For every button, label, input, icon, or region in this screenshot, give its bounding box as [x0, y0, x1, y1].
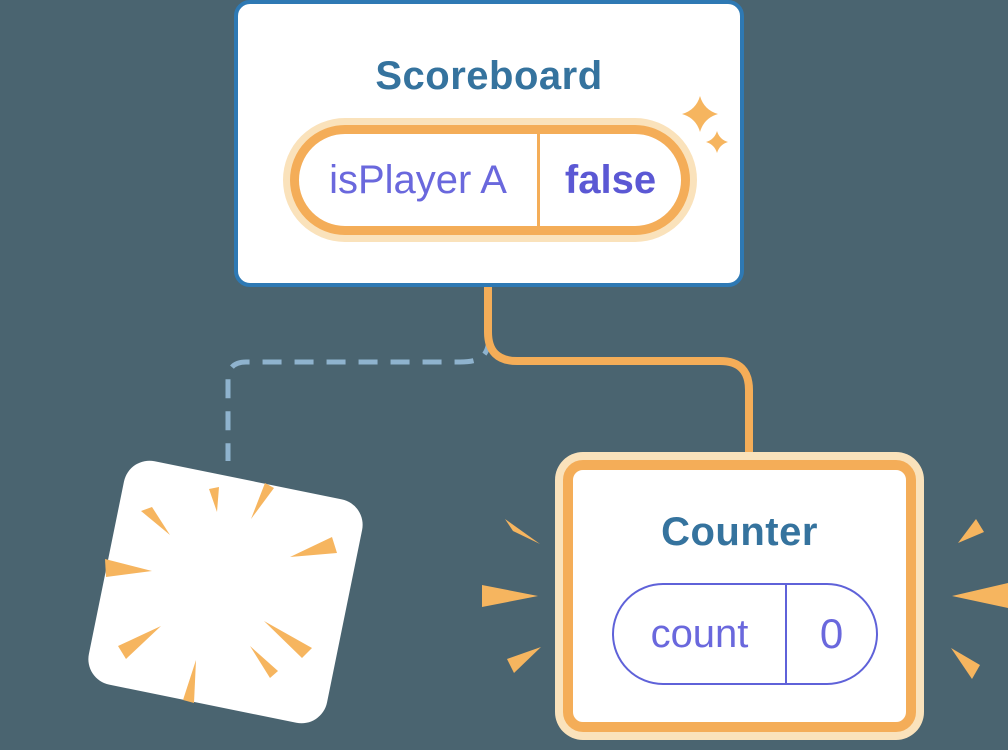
dashed-connector-line: [225, 335, 492, 461]
state-value: 0: [819, 610, 844, 657]
state-name: isPlayer A: [329, 157, 507, 202]
emphasis-burst-left-icon: [482, 519, 541, 673]
destroyed-component-card: [83, 456, 368, 728]
state-value: false: [564, 157, 657, 202]
emphasis-burst-right-icon: [951, 519, 1008, 679]
state-name: count: [650, 611, 749, 656]
counter-title: Counter: [661, 510, 818, 554]
counter-state-pill: count 0: [612, 583, 878, 685]
scoreboard-state-pill: isPlayer A false: [290, 125, 690, 235]
scoreboard-title: Scoreboard: [375, 54, 603, 98]
pill-divider: [785, 585, 787, 683]
pill-divider: [537, 134, 540, 226]
orange-connector-line: [484, 287, 753, 456]
